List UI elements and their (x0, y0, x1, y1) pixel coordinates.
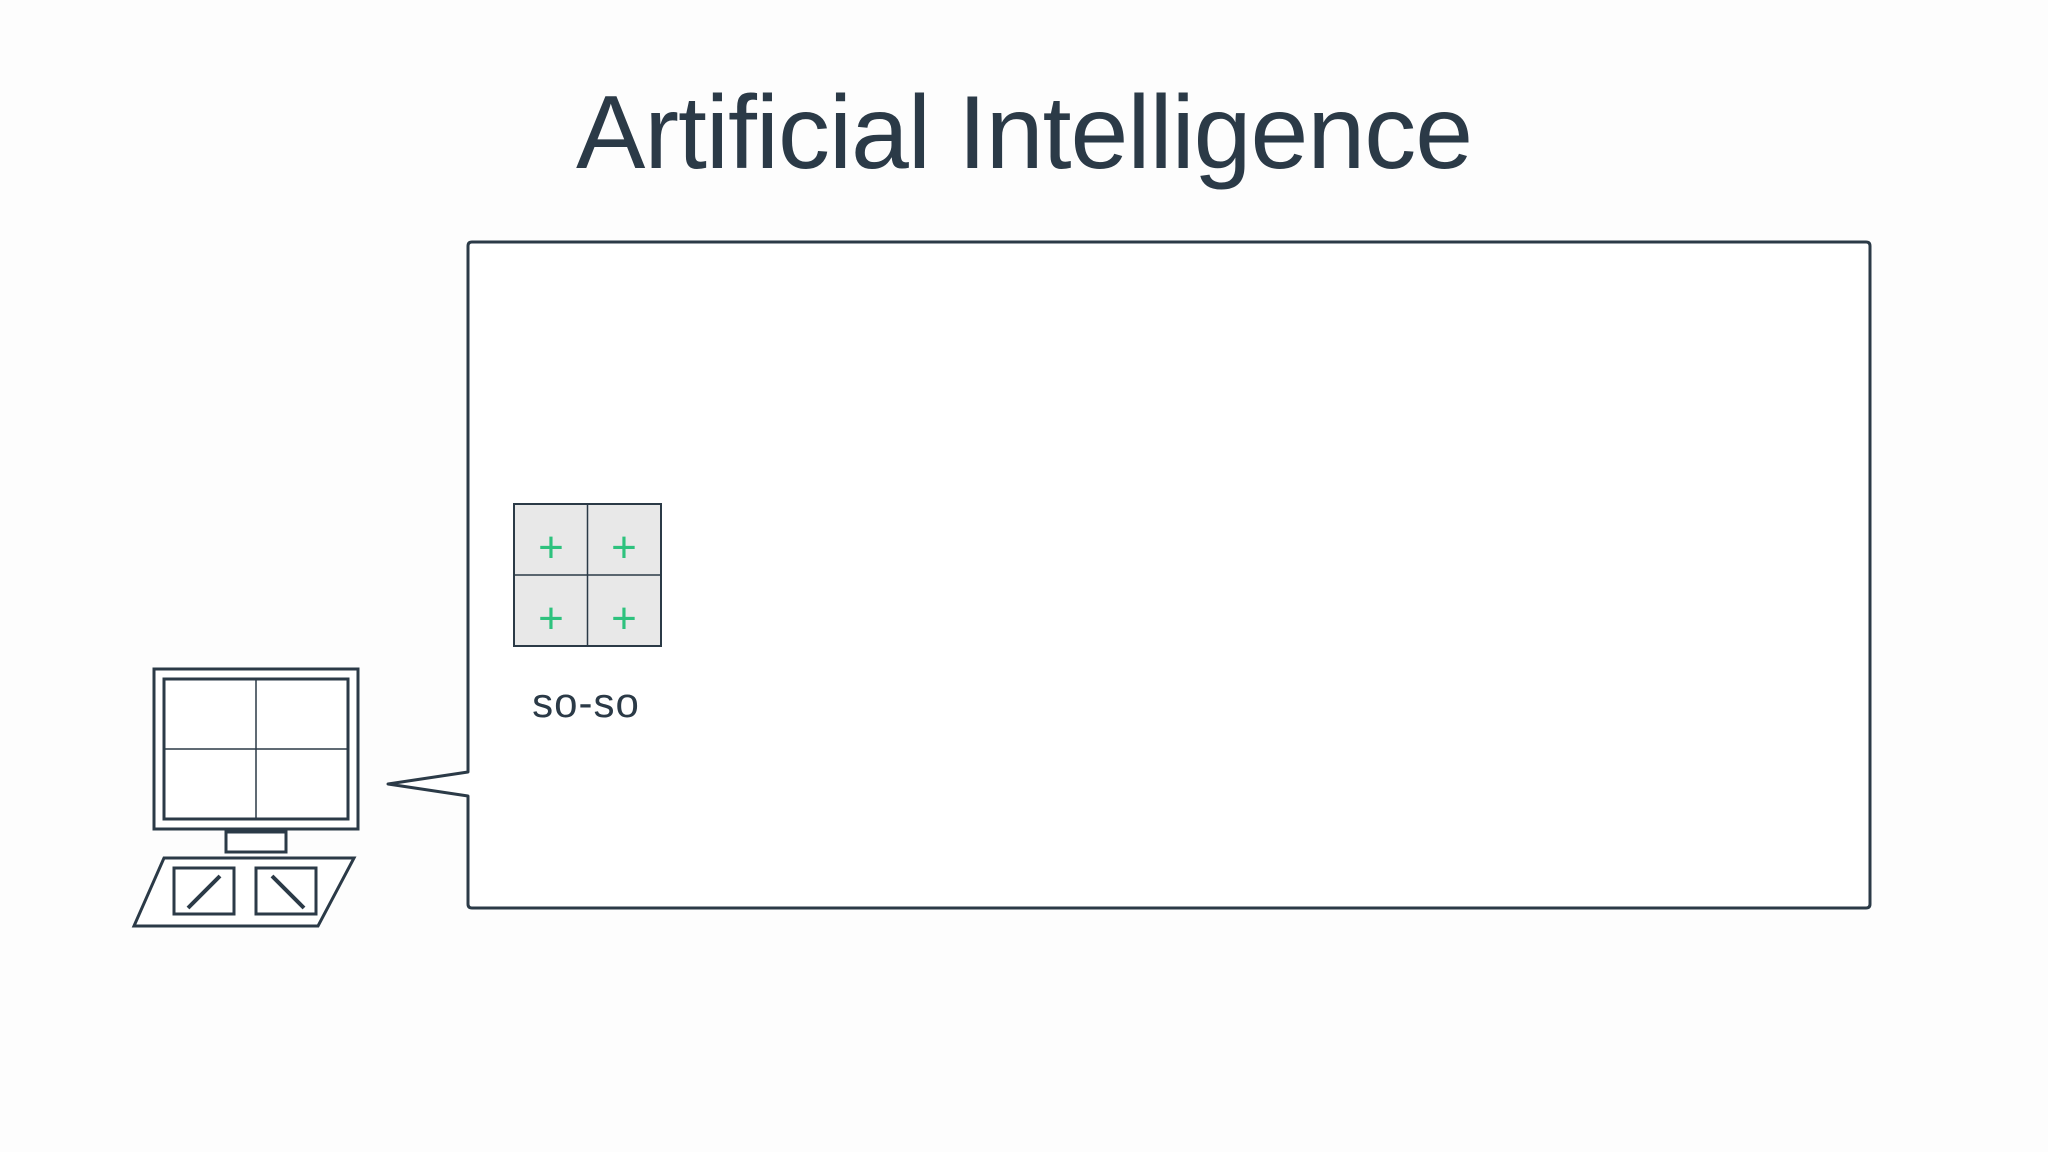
slide-title: Artificial Intelligence (575, 75, 1473, 191)
grid-cell-mark: + (538, 523, 564, 572)
grid-rating-label: so-so (532, 679, 640, 726)
computer-terminal-icon (131, 667, 360, 928)
grid-cell-mark: + (538, 594, 564, 643)
grid-cell-mark: + (611, 594, 637, 643)
speech-bubble (386, 240, 1872, 910)
grid-cell-mark: + (611, 523, 637, 572)
policy-grid (513, 503, 662, 647)
